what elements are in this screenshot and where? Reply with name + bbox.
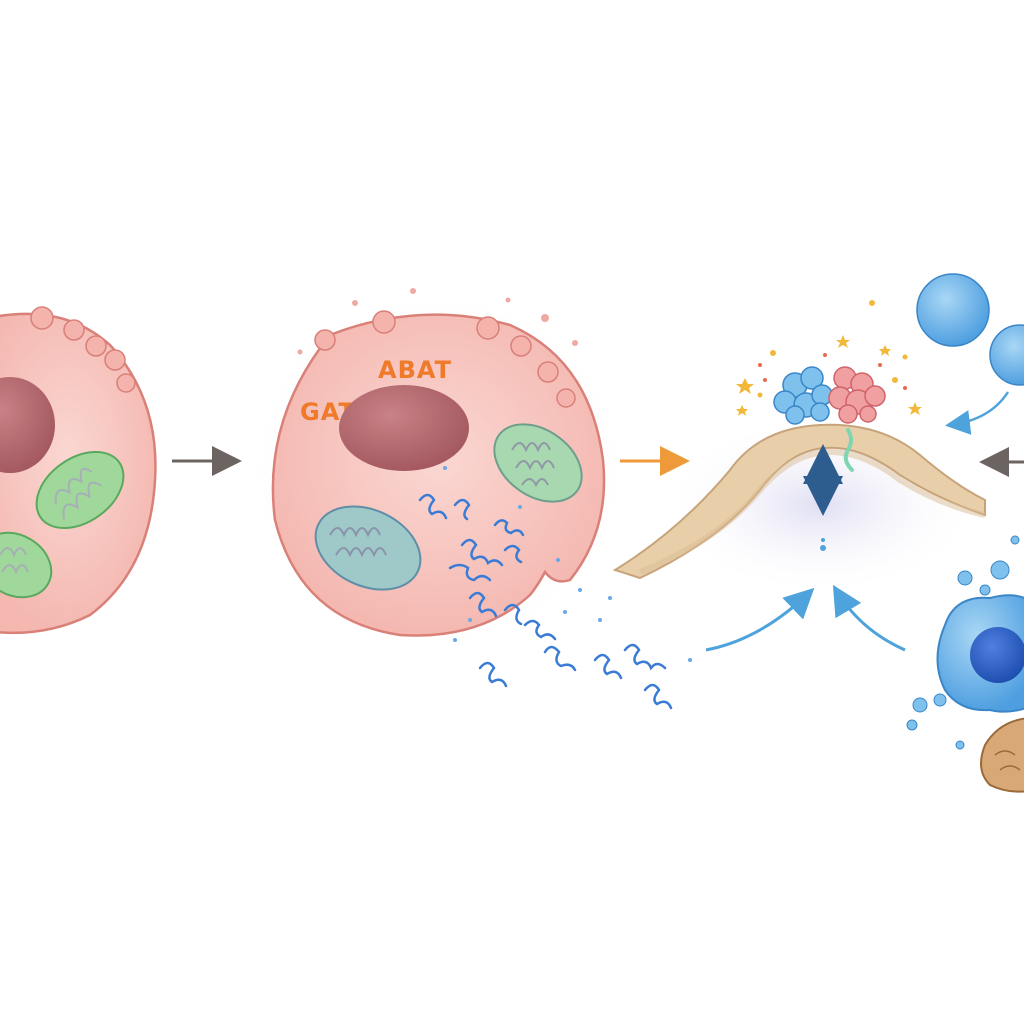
normal-cell-membrane-bumps: [30, 306, 136, 393]
normal-cell-mitochondrion-2: [0, 531, 53, 599]
immune-cell-small-1: [916, 273, 990, 347]
released-molecules: [418, 493, 673, 710]
cluster-blue: [773, 366, 833, 425]
reprogrammed-cell-mitochondrion-1: [493, 423, 583, 503]
reprogrammed-cell-membrane-bumps: [314, 310, 576, 408]
tissue-surface: [612, 300, 986, 595]
normal-cell: [0, 306, 157, 635]
tissue-fragment: [980, 717, 1024, 793]
immune-cell-large-nucleus: [970, 627, 1024, 683]
normal-cell-mitochondrion-1: [35, 450, 125, 530]
reprogrammed-cell-mitochondrion-2: [314, 505, 422, 591]
arrow-immune-to-tissue: [832, 584, 906, 652]
green-strand: [843, 428, 854, 472]
cluster-red: [828, 366, 886, 424]
reprogrammed-cell: GAT ABAT: [238, 280, 692, 710]
reprogrammed-cell-nucleus: [339, 385, 469, 471]
released-vesicles-top: [297, 288, 578, 355]
tissue-fragment-texture: [994, 750, 1021, 771]
immune-cell-small-2: [989, 324, 1024, 386]
immune-droplets: [906, 535, 1020, 750]
center-dot: [820, 545, 826, 551]
arrow-molecules-to-tissue: [705, 587, 815, 652]
immune-cells: [906, 273, 1024, 793]
spark-particles: [736, 300, 922, 416]
debris-dots: [758, 353, 907, 390]
center-dot-2: [821, 538, 825, 542]
arrow-immune-cell-curve: [945, 391, 1010, 435]
molecule-dots: [443, 466, 692, 662]
gene-label-abat: ABAT: [378, 356, 452, 384]
normal-cell-nucleus: [0, 377, 55, 473]
